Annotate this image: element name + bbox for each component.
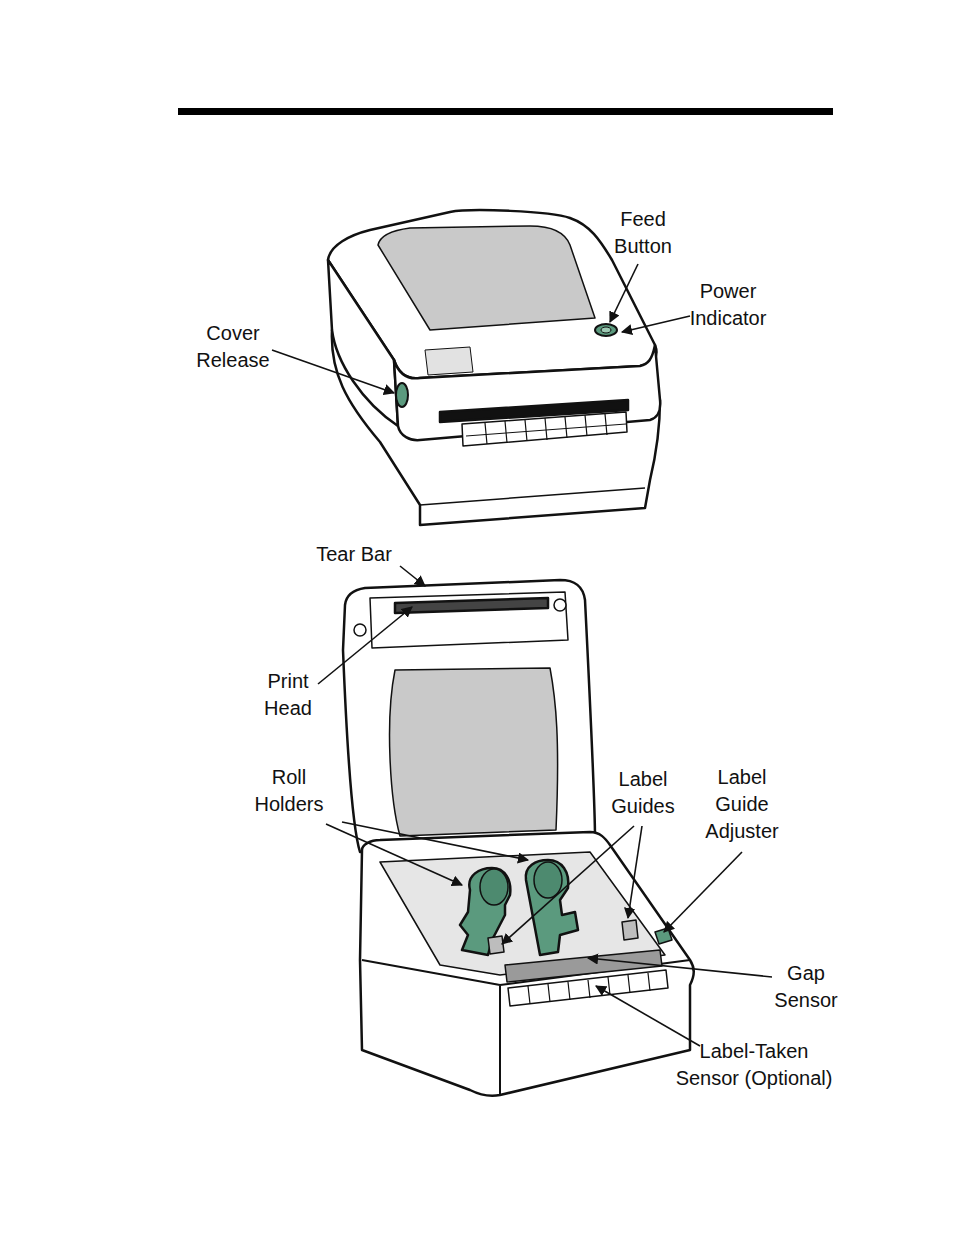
header-rule [178,108,833,115]
part-label: Cover Release [192,320,274,374]
part-label: Tear Bar [294,541,414,568]
part-label: Gap Sensor [770,960,842,1014]
part-label: Feed Button [610,206,676,260]
part-label: Power Indicator [680,278,776,332]
leader-lines [272,264,772,1046]
part-label: Label-Taken Sensor (Optional) [670,1038,838,1092]
part-label: Label Guide Adjuster [699,764,785,845]
open-printer [343,580,694,1096]
closed-printer [328,210,660,525]
part-label: Label Guides [605,766,681,820]
part-label: Print Head [257,668,319,722]
part-label: Roll Holders [248,764,330,818]
